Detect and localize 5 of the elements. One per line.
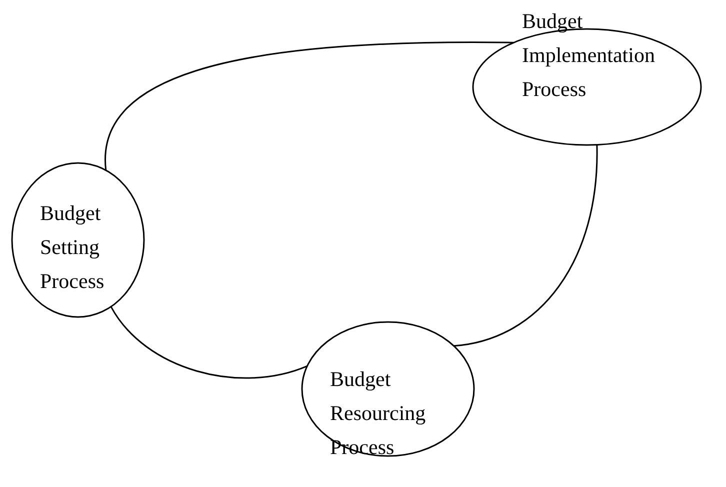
connector-curve — [105, 42, 514, 170]
connector-curve — [110, 306, 308, 379]
process-label: Budget Implementation Process — [522, 8, 655, 103]
connector-curve — [454, 144, 598, 347]
process-label: Budget Setting Process — [40, 200, 104, 295]
